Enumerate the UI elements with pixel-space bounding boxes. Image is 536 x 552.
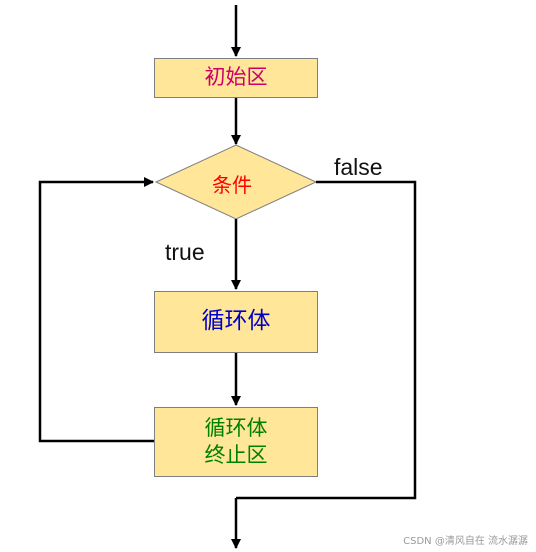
loop-body-label: 循环体 <box>201 308 271 335</box>
init-label: 初始区 <box>204 65 268 90</box>
true-label: true <box>165 239 205 265</box>
watermark: CSDN @清风自在 流水潺潺 <box>403 536 528 547</box>
loop-body-box: 循环体 <box>154 291 318 353</box>
loop-back-arrow <box>38 177 154 443</box>
false-branch-line <box>236 180 417 500</box>
false-label: false <box>334 154 383 180</box>
update-label-line2: 终止区 <box>204 443 268 467</box>
update-label-line1: 循环体 <box>204 415 268 440</box>
condition-label: 条件 <box>212 173 252 197</box>
update-box: 循环体 终止区 <box>154 407 318 477</box>
init-box: 初始区 <box>154 58 318 98</box>
